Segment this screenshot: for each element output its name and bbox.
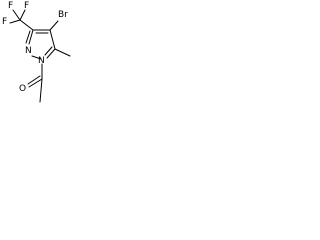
oxygen-label: O: [19, 84, 26, 94]
bond-c5-n1-double: [44, 46, 53, 56]
bond-carbonyl-carbon-oxygen: [28, 78, 43, 88]
bond-carbonyl-carbon-methyl: [39, 78, 43, 103]
bromine-label: Br: [58, 10, 68, 20]
bond-cf3-carbon-f-top-left: [12, 9, 21, 21]
bond-c5-n1: [46, 48, 56, 59]
bond-c5-methyl: [54, 48, 71, 57]
nitrogen-label-upper: N: [25, 46, 32, 56]
bonds: [9, 9, 71, 103]
fluorine-label-top-left: F: [8, 1, 13, 11]
atom-labels: F F F Br N N O: [2, 1, 68, 94]
bond-n2-n1: [31, 55, 42, 60]
bond-carbonyl-carbon-oxygen-double: [27, 75, 41, 85]
bond-cf3-carbon-c3: [19, 19, 34, 31]
bond-c3-n2: [28, 29, 34, 45]
nitrogen-label-lower: N: [38, 56, 45, 66]
fluorine-label-top-mid: F: [24, 1, 29, 11]
bond-c3-n2-double: [25, 30, 31, 44]
bond-c4-c5: [49, 29, 56, 50]
bond-c4-bromine: [49, 20, 59, 31]
bond-cf3-carbon-f-top-mid: [19, 9, 26, 21]
molecule-structure-diagram: F F F Br N N O: [2, 1, 71, 103]
fluorine-label-left: F: [2, 17, 7, 27]
bond-cf3-carbon-f-left: [9, 19, 21, 24]
